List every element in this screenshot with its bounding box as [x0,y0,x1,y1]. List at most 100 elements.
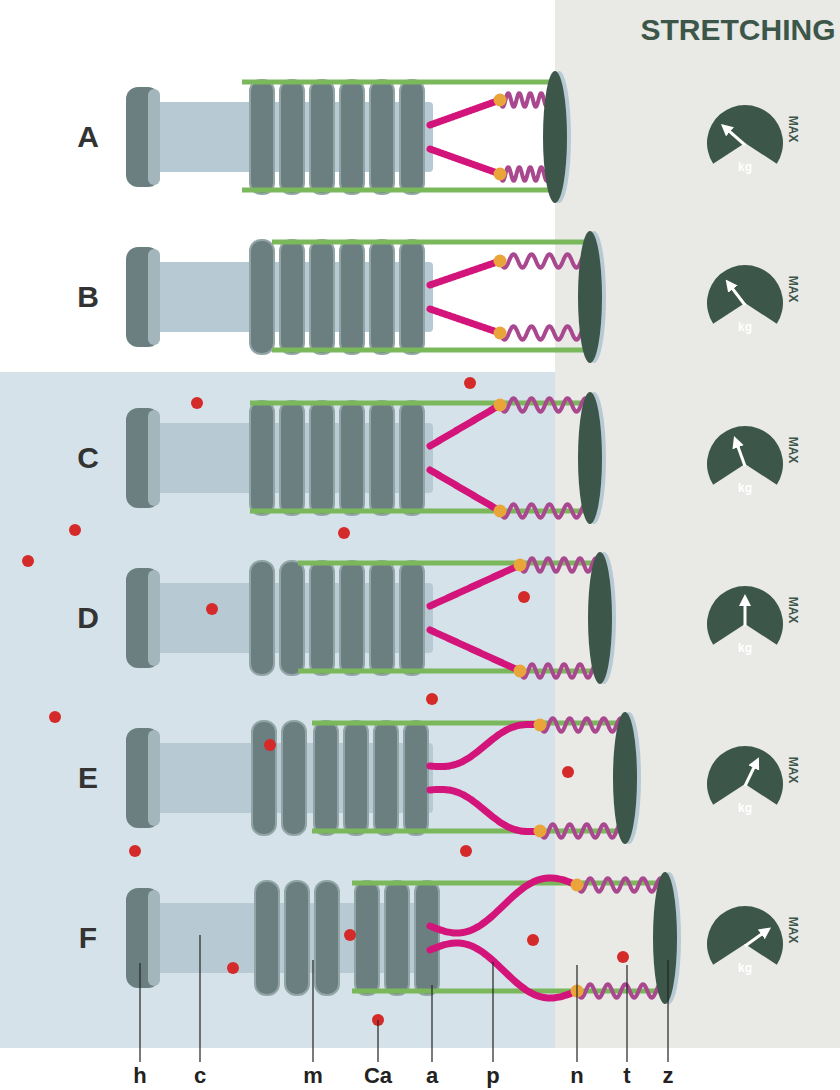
part-label: t [623,1065,630,1087]
myosin-disc [355,881,379,995]
actin-filament [272,348,590,353]
myosin-disc [250,561,274,675]
myosin-disc [310,80,334,194]
gauge-unit: kg [738,161,752,173]
titin-segment [430,565,520,606]
gauge-max: MAX [787,437,799,464]
leader-line [626,965,627,1062]
calcium-ion [460,845,472,857]
titin-spring [500,254,590,268]
calcium-ion [617,951,629,963]
n-junction [571,879,584,892]
calcium-ion [191,397,203,409]
myosin-disc [310,240,334,354]
z-disc [578,392,602,524]
myosin-disc [255,881,279,995]
titin-spring [520,664,600,678]
row-letter: E [78,763,98,793]
titin-spring [540,824,625,838]
gauge-max: MAX [787,757,799,784]
panel-title: STRETCHING [641,15,836,45]
calcium-ion [206,603,218,615]
sarcomere-row [126,392,783,524]
n-junction [534,719,547,732]
myosin-disc [315,881,339,995]
gauge-needle [736,442,745,466]
z-disc [653,872,677,1004]
titin-spring [577,984,665,998]
force-gauge [707,105,783,164]
myosin-disc [280,240,304,354]
calcium-ion [562,766,574,778]
end-disc [126,247,160,347]
gauge-unit: kg [738,482,752,494]
sarcomere-row [126,712,783,844]
row-letter: A [77,122,99,152]
titin-segment [430,878,577,933]
titin-segment [430,100,500,125]
force-gauge [707,265,783,324]
calcium-ion [22,555,34,567]
leader-line [667,960,668,1062]
myosin-disc [280,401,304,515]
myosin-disc [370,561,394,675]
gauge-max: MAX [787,276,799,303]
titin-segment [430,630,520,671]
calcium-ion [426,693,438,705]
leader-line [139,963,140,1062]
myosin-disc [404,721,428,835]
part-label: a [426,1065,438,1087]
end-disc [126,87,160,187]
end-disc-face [148,730,160,826]
actin-filament [242,188,555,193]
row-letter: B [77,282,99,312]
force-gauge [707,586,783,645]
sarcomere-row [126,231,783,363]
myosin-disc [385,881,409,995]
n-junction [514,665,527,678]
myosin-disc [250,240,274,354]
z-disc [543,71,567,203]
end-disc [126,888,160,988]
titin-segment [430,309,500,333]
z-disc [588,552,612,684]
n-junction [494,94,507,107]
end-disc-face [148,89,160,185]
titin-segment [430,405,500,446]
gauge-unit: kg [738,962,752,974]
row-letter: C [77,443,99,473]
actin-filament [250,401,590,406]
myosin-disc [282,721,306,835]
actin-filament [312,829,625,834]
titin-segment [430,943,577,998]
actin-filament [298,561,600,566]
titin-segment [430,261,500,285]
end-disc-face [148,249,160,345]
titin-spring [577,878,665,892]
titin-segment [430,789,540,831]
sarcomere-row [126,71,783,203]
force-gauge [707,426,783,485]
part-label: p [486,1065,499,1087]
sarcomere-row [126,872,783,1004]
myosin-disc [310,401,334,515]
leader-line [431,985,432,1062]
myosin-disc [314,721,338,835]
titin-spring [500,504,590,518]
myosin-disc [310,561,334,675]
leader-line [576,965,577,1062]
myosin-disc [400,80,424,194]
leader-line [199,935,200,1062]
calcium-ion [518,591,530,603]
myosin-disc [340,401,364,515]
gauge-needle [729,284,745,305]
myosin-disc [374,721,398,835]
myosin-disc [370,401,394,515]
gauge-needle [725,128,745,145]
n-junction [494,255,507,268]
gauge-needle [745,931,766,946]
end-disc-face [148,410,160,506]
leader-line [492,962,493,1062]
myosin-disc [400,401,424,515]
stretch-panel [555,0,840,1048]
